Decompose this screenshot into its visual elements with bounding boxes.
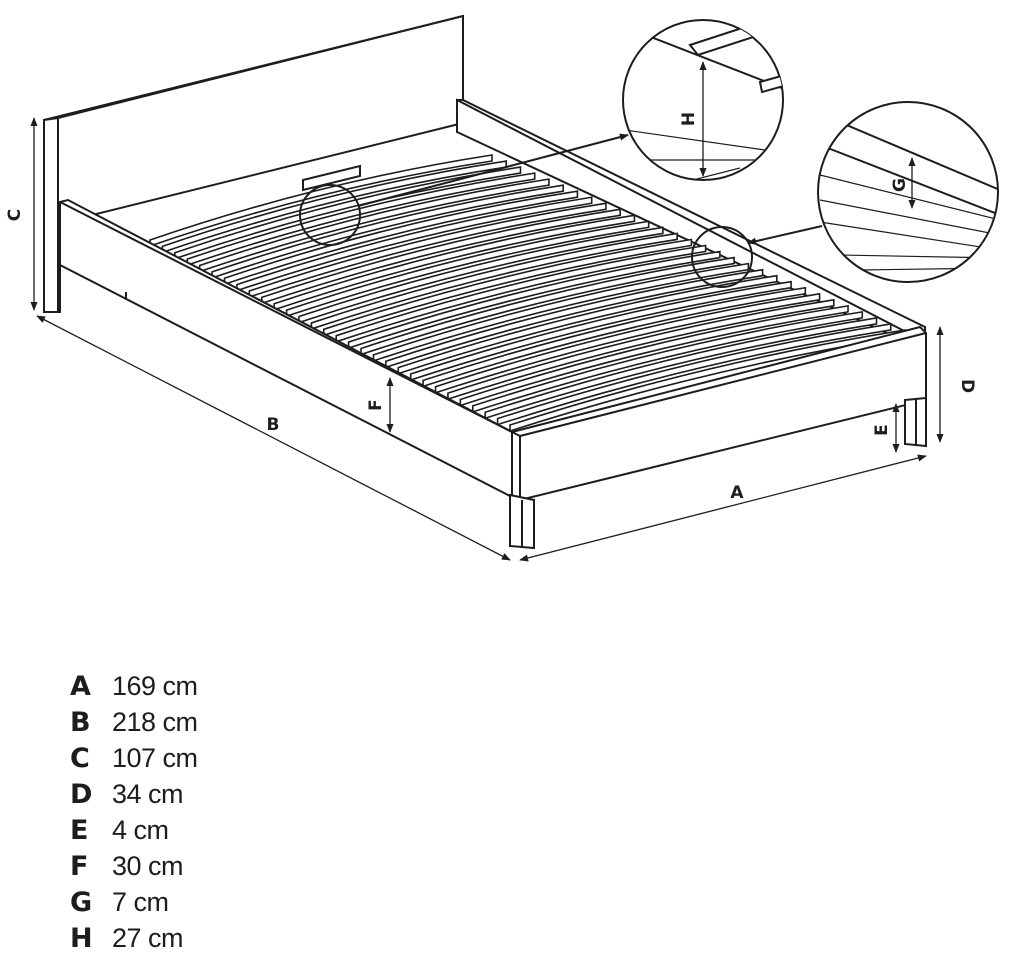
label-d: D [957, 379, 977, 393]
dimension-e: E [872, 403, 900, 453]
legend-letter: E [70, 815, 89, 846]
legend-row: H 27 cm [70, 923, 198, 959]
legend-row: C 107 cm [70, 743, 198, 779]
slat [322, 238, 693, 337]
slat [273, 214, 636, 311]
legend-letter: D [70, 779, 93, 810]
label-b: B [267, 415, 280, 435]
dimension-d: D [936, 326, 977, 443]
detail-circle-h [299, 184, 361, 246]
legend-letter: G [70, 887, 93, 918]
label-e: E [872, 424, 892, 436]
rail-bracket [302, 164, 361, 192]
slat [447, 298, 835, 401]
detail-callout-h: H [622, 19, 784, 181]
legend-row: E 4 cm [70, 815, 198, 851]
slat [248, 202, 607, 299]
legend-row: D 34 cm [70, 779, 198, 815]
slat [285, 220, 650, 318]
legend-value: 34 cm [112, 779, 184, 809]
legend-letter: C [70, 743, 90, 774]
legend-row: B 218 cm [70, 707, 198, 743]
legend-value: 4 cm [112, 815, 169, 845]
label-a: A [730, 483, 744, 503]
slat [422, 286, 807, 388]
label-h: H [679, 112, 699, 126]
slat [260, 208, 621, 305]
legend-row: F 30 cm [70, 851, 198, 887]
slat [471, 310, 864, 413]
slat [186, 172, 536, 267]
legend-value: 218 cm [112, 707, 198, 737]
slat [496, 323, 892, 426]
slat [335, 244, 707, 343]
bed-dimension-diagram: H G C B A F D [5, 14, 999, 562]
legend-row: A 169 cm [70, 671, 198, 707]
slat [409, 280, 792, 382]
dimension-a: A [519, 454, 927, 562]
legend-value: 27 cm [112, 923, 184, 953]
leader-arrow-h [357, 133, 629, 207]
leader-arrow-g [747, 225, 823, 245]
label-c: C [5, 209, 25, 221]
legend-letter: F [70, 851, 89, 882]
detail-circle-g [691, 226, 753, 288]
slat [459, 304, 849, 407]
slat [149, 154, 493, 248]
legend-value: 107 cm [112, 743, 198, 773]
detail-callout-g: G [817, 101, 999, 283]
legend-value: 169 cm [112, 671, 198, 701]
dimension-b: B [36, 315, 511, 561]
slat [310, 232, 678, 331]
dimension-c: C [5, 117, 38, 311]
legend-value: 7 cm [112, 887, 169, 917]
legend-letter: B [70, 707, 91, 738]
legend-row: G 7 cm [70, 887, 198, 923]
label-f: F [366, 399, 386, 411]
slat [236, 196, 593, 292]
legend-value: 30 cm [112, 851, 184, 881]
slat [298, 226, 664, 324]
slat [198, 178, 550, 273]
slat [211, 184, 565, 280]
legend-letter: A [70, 671, 91, 702]
slat [174, 166, 522, 260]
label-g: G [890, 178, 910, 192]
slat [484, 316, 878, 420]
legend-letter: H [70, 923, 93, 954]
dimension-f: F [366, 377, 394, 433]
slat [434, 292, 821, 394]
